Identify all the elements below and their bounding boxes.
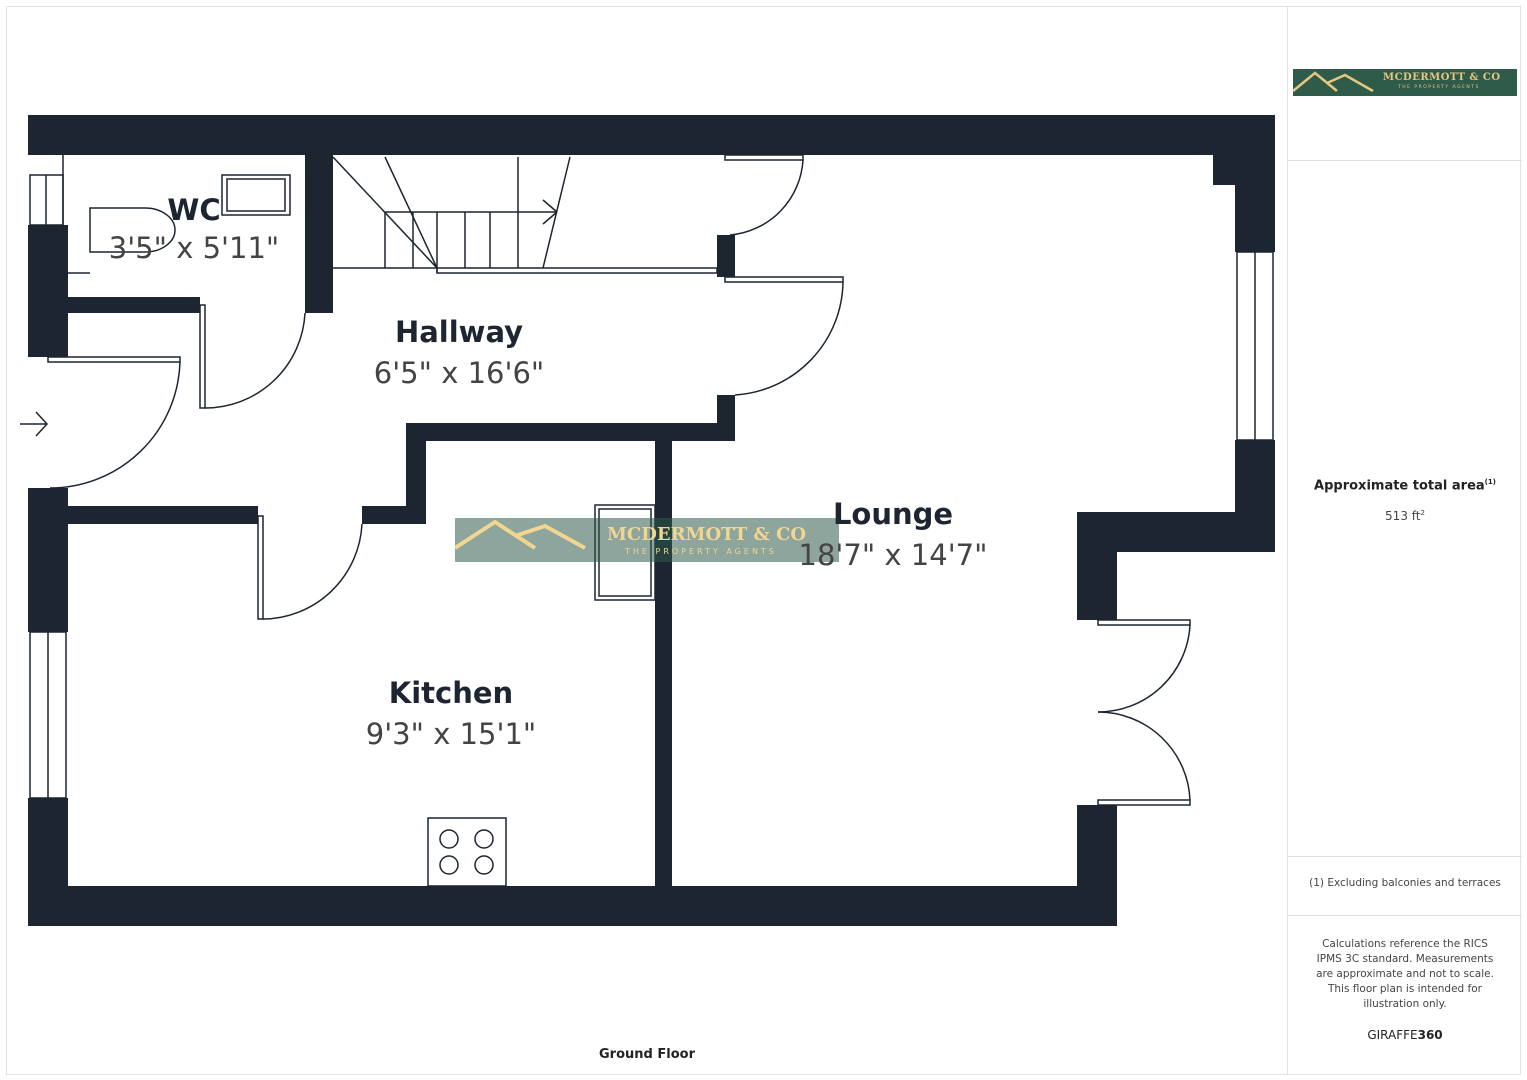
roof-logo-icon (1293, 71, 1374, 93)
wall-hall-step2 (362, 506, 426, 524)
wall-notch (1213, 155, 1235, 185)
wall-kitchen-top (68, 506, 258, 524)
hob-icon (427, 817, 507, 887)
wall-wc-bottom (63, 297, 200, 313)
brand-logo: MCDERMOTT & CO THE PROPERTY AGENTS (1293, 69, 1517, 96)
floor-label: Ground Floor (599, 1047, 695, 1062)
room-hallway: Hallway 6'5" x 16'6" (373, 315, 545, 390)
footnote: (1) Excluding balconies and terraces (1309, 877, 1501, 889)
area-label: Approximate total area(1) (1314, 478, 1496, 494)
disclaimer: Calculations reference the RICS IPMS 3C … (1316, 938, 1494, 1010)
wall-lounge-right-a (1077, 512, 1117, 620)
wall-hall-step (406, 423, 426, 524)
provider-logo: GIRAFFE360 (1367, 1028, 1443, 1042)
basin (221, 174, 291, 216)
wall-bottom (28, 886, 1117, 926)
wall-left-a (28, 225, 68, 357)
room-kitchen: Kitchen 9'3" x 15'1" (365, 676, 537, 751)
toilet (89, 207, 176, 253)
wall-top (28, 115, 1275, 155)
watermark-logo: MCDERMOTT & CO THE PROPERTY AGENTS (453, 518, 839, 562)
wall-hall-bottom (406, 423, 735, 441)
wall-hall-lounge-a (717, 235, 735, 277)
wall-kitchen-lounge (655, 441, 672, 886)
wall-left-b (28, 488, 68, 632)
wall-left-c (28, 798, 68, 926)
wall-wc-right (305, 155, 333, 313)
room-lounge: Lounge 18'7" x 14'7" (798, 497, 988, 572)
frame (6, 6, 1521, 1075)
wall-hall-lounge-b (717, 395, 735, 441)
room-wc: WC 3'5" x 5'11" (108, 193, 280, 265)
area-value: 513 ft2 (1385, 509, 1425, 523)
entrance-arrow-icon (20, 411, 49, 437)
roof-logo-icon (453, 519, 586, 550)
staircase (332, 156, 718, 274)
wall-right-upper (1235, 115, 1275, 252)
doors (47, 154, 1191, 806)
sidebar: MCDERMOTT & CO THE PROPERTY AGENTS Appro… (1287, 6, 1522, 1075)
